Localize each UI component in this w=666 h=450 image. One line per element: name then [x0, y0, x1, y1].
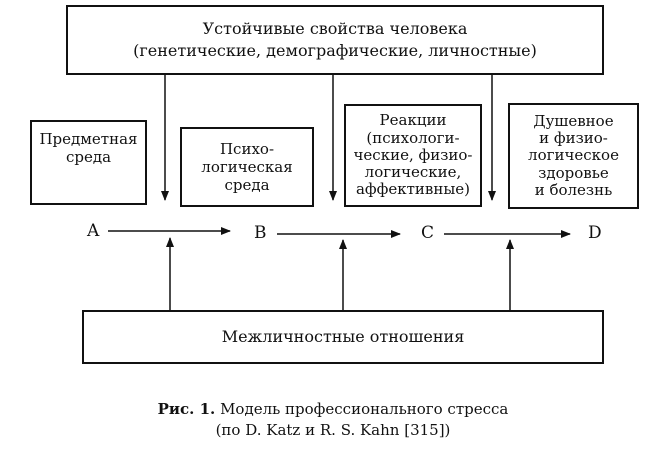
box-line: логические, — [364, 163, 462, 182]
stable-properties-box: Устойчивые свойства человека (генетическ… — [66, 5, 604, 75]
box-line: Душевное — [533, 111, 614, 130]
box-line: среда — [224, 176, 270, 194]
box-line: здоровье — [538, 163, 609, 182]
box-line: логическая — [201, 158, 293, 176]
box-line: (психологи- — [366, 128, 460, 147]
figure-caption: Рис. 1. Модель профессионального стресса — [0, 400, 666, 418]
node-d: D — [588, 223, 602, 243]
node-b: B — [254, 223, 267, 243]
caption-title: Модель профессионального стресса — [215, 400, 509, 418]
health-box: Душевное и физио- логическое здоровье и … — [508, 103, 639, 209]
box-line: аффективные) — [355, 180, 471, 199]
box-line: Психо- — [219, 140, 275, 158]
interpersonal-relations-box: Межличностные отношения — [82, 310, 604, 364]
caption-source: (по D. Katz и R. S. Kahn [315]) — [215, 421, 451, 439]
physical-environment-box: Предметная среда — [30, 120, 147, 205]
caption-prefix: Рис. 1. — [157, 400, 216, 418]
stable-properties-subtitle: (генетические, демографические, личностн… — [133, 41, 537, 60]
box-line: и болезнь — [534, 180, 613, 199]
reactions-box: Реакции (психологи- ческие, физио- логич… — [344, 104, 482, 207]
figure-caption-source: (по D. Katz и R. S. Kahn [315]) — [0, 421, 666, 439]
box-line: логическое — [528, 146, 619, 165]
interpersonal-relations-label: Межличностные отношения — [221, 327, 465, 347]
node-c: C — [421, 223, 435, 243]
box-line: ческие, физио- — [353, 145, 473, 164]
node-a: A — [87, 221, 100, 241]
box-line: Реакции — [379, 111, 447, 130]
box-line: Предметная — [39, 130, 138, 148]
psychological-environment-box: Психо- логическая среда — [180, 127, 314, 207]
stable-properties-title: Устойчивые свойства человека — [202, 19, 468, 39]
box-line: среда — [65, 148, 112, 166]
box-line: и физио- — [539, 129, 608, 148]
